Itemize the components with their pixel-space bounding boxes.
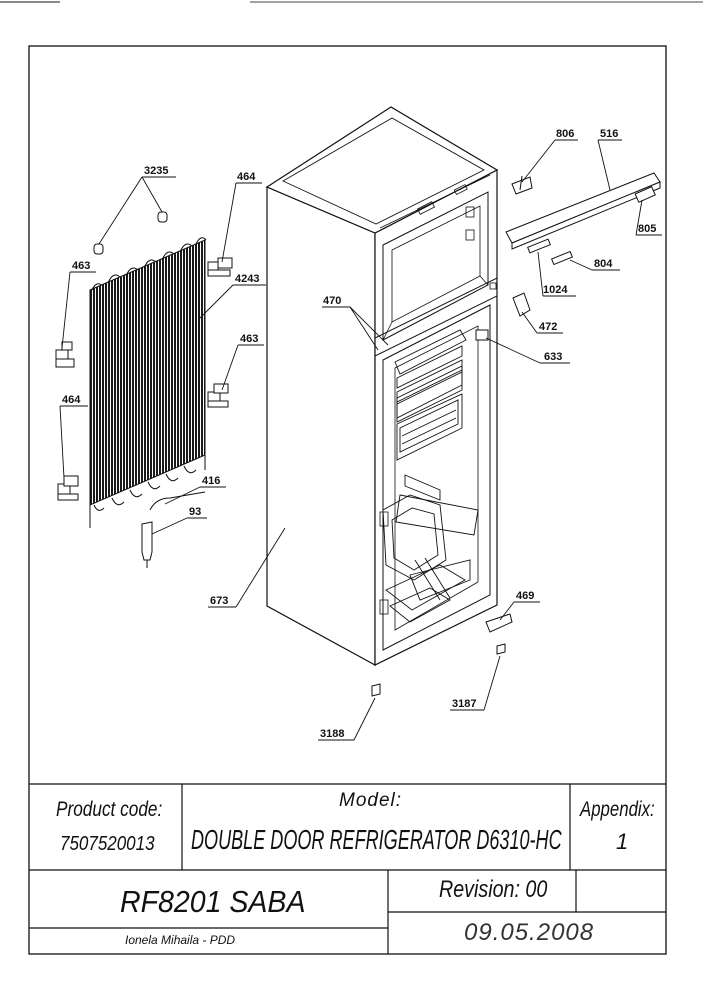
callout-463-upper: 463 — [72, 260, 90, 272]
condenser-coil — [89, 237, 207, 528]
callout-469: 469 — [516, 590, 534, 602]
callout-93: 93 — [189, 506, 201, 518]
model-label: Model: — [339, 790, 403, 811]
callout-470: 470 — [323, 295, 341, 307]
revision-date: 09.05.2008 — [464, 919, 595, 946]
product-code-value: 7507520013 — [60, 833, 155, 855]
drawing-frame — [28, 45, 667, 955]
small-parts — [55, 172, 661, 697]
callout-633: 633 — [544, 351, 562, 363]
callout-464-upper: 464 — [237, 171, 256, 183]
revision: Revision: 00 — [439, 876, 548, 903]
callout-806: 806 — [556, 128, 574, 140]
callout-464-lower: 464 — [62, 394, 81, 406]
callout-463-right: 463 — [240, 333, 258, 345]
refrigerator-cabinet — [265, 106, 499, 667]
appendix-label: Appendix: — [580, 798, 655, 821]
model-name: DOUBLE DOOR REFRIGERATOR D6310-HC — [191, 824, 562, 855]
author: Ionela Mihaila - PDD — [125, 933, 236, 947]
appendix-value: 1 — [616, 829, 629, 854]
product-name: RF8201 SABA — [120, 884, 306, 919]
callout-804: 804 — [594, 258, 613, 270]
leader-lines — [59, 139, 662, 741]
product-code-label: Product code: — [56, 798, 163, 821]
callout-3187: 3187 — [452, 698, 476, 710]
callout-3188: 3188 — [320, 728, 344, 740]
callout-472: 472 — [539, 321, 557, 333]
title-block-grid — [29, 783, 666, 954]
callout-4243: 4243 — [235, 273, 259, 285]
callout-673: 673 — [210, 595, 228, 607]
callout-labels: 806 516 3235 464 463 4243 805 804 1024 4… — [62, 128, 656, 740]
callout-516: 516 — [600, 128, 618, 140]
callout-416: 416 — [202, 475, 220, 487]
callout-3235: 3235 — [144, 165, 168, 177]
callout-805: 805 — [638, 223, 656, 235]
callout-1024: 1024 — [543, 284, 568, 296]
